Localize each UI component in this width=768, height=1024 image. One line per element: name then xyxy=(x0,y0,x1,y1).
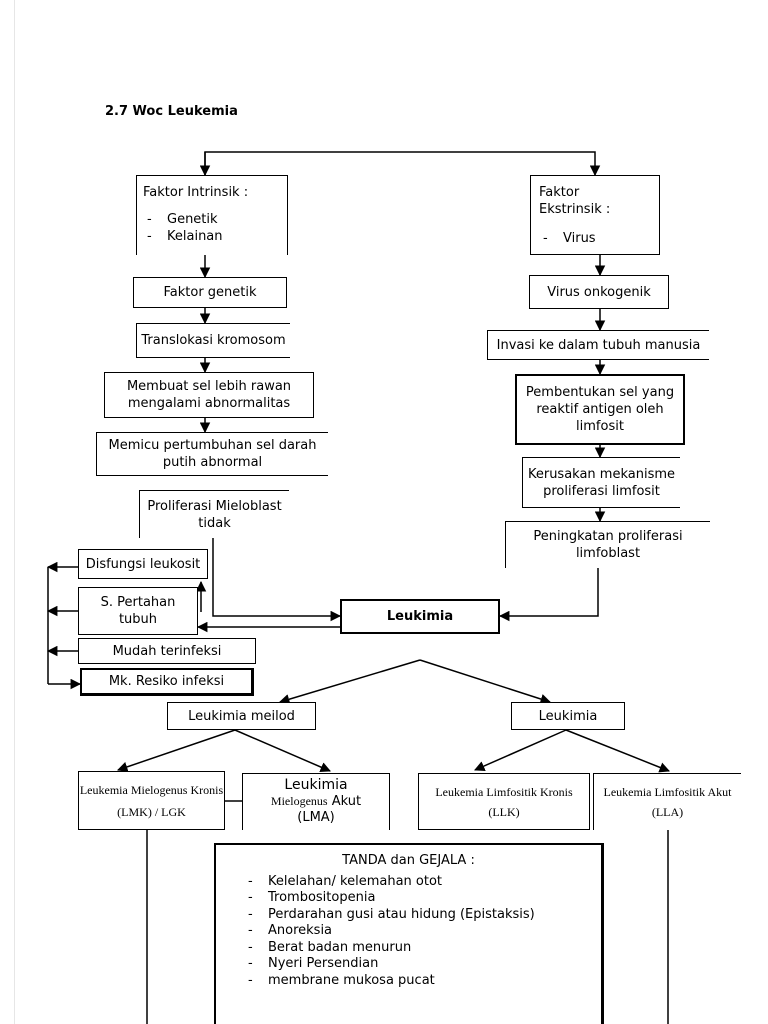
lma-line2b: Akut xyxy=(331,794,362,809)
proliferasi-mieloblast-label: Proliferasi Mieloblast tidak xyxy=(147,498,282,531)
llk-box: Leukemia Limfositik Kronis (LLK) xyxy=(418,773,590,830)
list-item: membrane mukosa pucat xyxy=(244,973,591,990)
memicu-label: Memicu pertumbuhan sel darah putih abnor… xyxy=(108,438,317,470)
pertahanan-label: S. Pertahan tubuh xyxy=(100,595,176,627)
virus-onkogenik-box: Virus onkogenik xyxy=(529,275,669,309)
list-item: Trombositopenia xyxy=(244,890,591,907)
list-item: Nyeri Persendian xyxy=(244,956,591,973)
faktor-ekstrinsik-list: Virus xyxy=(539,230,651,247)
leukimia-meilod-box: Leukimia meilod xyxy=(167,702,316,730)
lma-line3: (LMA) xyxy=(297,810,335,825)
llk-label: Leukemia Limfositik Kronis (LLK) xyxy=(435,784,573,819)
list-item: Genetik xyxy=(143,211,281,228)
list-item: Berat badan menurun xyxy=(244,940,591,957)
leukimia-meilod-label: Leukimia meilod xyxy=(188,708,295,724)
page-margin-line xyxy=(14,0,15,1024)
translokasi-box: Translokasi kromosom xyxy=(136,323,290,358)
resiko-infeksi-box: Mk. Resiko infeksi xyxy=(80,668,254,696)
leukimia-label: Leukimia xyxy=(386,609,454,624)
lma-line2a: Mielogenus xyxy=(270,794,328,808)
resiko-infeksi-label: Mk. Resiko infeksi xyxy=(108,674,225,689)
faktor-intrinsik-box: Faktor Intrinsik : Genetik Kelainan xyxy=(136,175,288,255)
faktor-intrinsik-list: Genetik Kelainan xyxy=(143,211,281,245)
pembentukan-label: Pembentukan sel yang reaktif antigen ole… xyxy=(525,385,675,434)
proliferasi-mieloblast-box: Proliferasi Mieloblast tidak xyxy=(139,490,289,538)
virus-onkogenik-label: Virus onkogenik xyxy=(547,284,651,300)
lla-label: Leukemia Limfositik Akut (LLA) xyxy=(603,785,732,819)
list-item: Anoreksia xyxy=(244,923,591,940)
peningkatan-box: Peningkatan proliferasi limfoblast xyxy=(505,521,710,568)
faktor-intrinsik-heading: Faktor Intrinsik : xyxy=(143,185,249,200)
disfungsi-label: Disfungsi leukosit xyxy=(85,556,201,572)
lla-box: Leukemia Limfositik Akut (LLA) xyxy=(593,773,741,830)
faktor-ekstrinsik-box: Faktor Ekstrinsik : Virus xyxy=(530,175,660,255)
translokasi-label: Translokasi kromosom xyxy=(141,333,286,348)
list-item: Kelelahan/ kelemahan otot xyxy=(244,874,591,891)
tanda-gejala-heading: TANDA dan GEJALA : xyxy=(342,853,475,868)
list-item: Virus xyxy=(539,230,651,247)
lma-box: Leukimia Mielogenus Akut (LMA) xyxy=(242,773,390,830)
invasi-label: Invasi ke dalam tubuh manusia xyxy=(496,337,701,353)
faktor-ekstrinsik-heading: Faktor Ekstrinsik : xyxy=(539,185,611,217)
faktor-genetik-label: Faktor genetik xyxy=(163,285,257,300)
kerusakan-label: Kerusakan mekanisme proliferasi limfosit xyxy=(527,466,676,499)
page-title: 2.7 Woc Leukemia xyxy=(105,104,238,119)
leukimia-right-label: Leukimia xyxy=(538,708,598,724)
list-item: Kelainan xyxy=(143,228,281,245)
lmk-label: Leukemia Mielogenus Kronis (LMK) / LGK xyxy=(79,782,224,819)
invasi-box: Invasi ke dalam tubuh manusia xyxy=(487,330,709,360)
pertahanan-box: S. Pertahan tubuh xyxy=(78,587,198,635)
lma-line1: Leukimia xyxy=(284,777,348,793)
leukimia-right-box: Leukimia xyxy=(511,702,625,730)
membuat-sel-box: Membuat sel lebih rawan mengalami abnorm… xyxy=(104,372,314,418)
kerusakan-box: Kerusakan mekanisme proliferasi limfosit xyxy=(522,457,680,508)
tanda-gejala-box: TANDA dan GEJALA : Kelelahan/ kelemahan … xyxy=(214,843,604,1024)
faktor-genetik-box: Faktor genetik xyxy=(133,277,287,308)
mudah-terinfeksi-box: Mudah terinfeksi xyxy=(78,638,256,664)
lmk-box: Leukemia Mielogenus Kronis (LMK) / LGK xyxy=(78,771,225,830)
pembentukan-box: Pembentukan sel yang reaktif antigen ole… xyxy=(515,374,685,445)
mudah-terinfeksi-label: Mudah terinfeksi xyxy=(112,643,222,659)
leukimia-box: Leukimia xyxy=(340,599,500,634)
membuat-sel-label: Membuat sel lebih rawan mengalami abnorm… xyxy=(126,379,292,411)
tanda-gejala-list: Kelelahan/ kelemahan otot Trombositopeni… xyxy=(244,874,591,990)
list-item: Perdarahan gusi atau hidung (Epistaksis) xyxy=(244,907,591,924)
peningkatan-label: Peningkatan proliferasi limfoblast xyxy=(533,529,683,561)
memicu-box: Memicu pertumbuhan sel darah putih abnor… xyxy=(96,432,328,476)
disfungsi-box: Disfungsi leukosit xyxy=(78,549,208,579)
